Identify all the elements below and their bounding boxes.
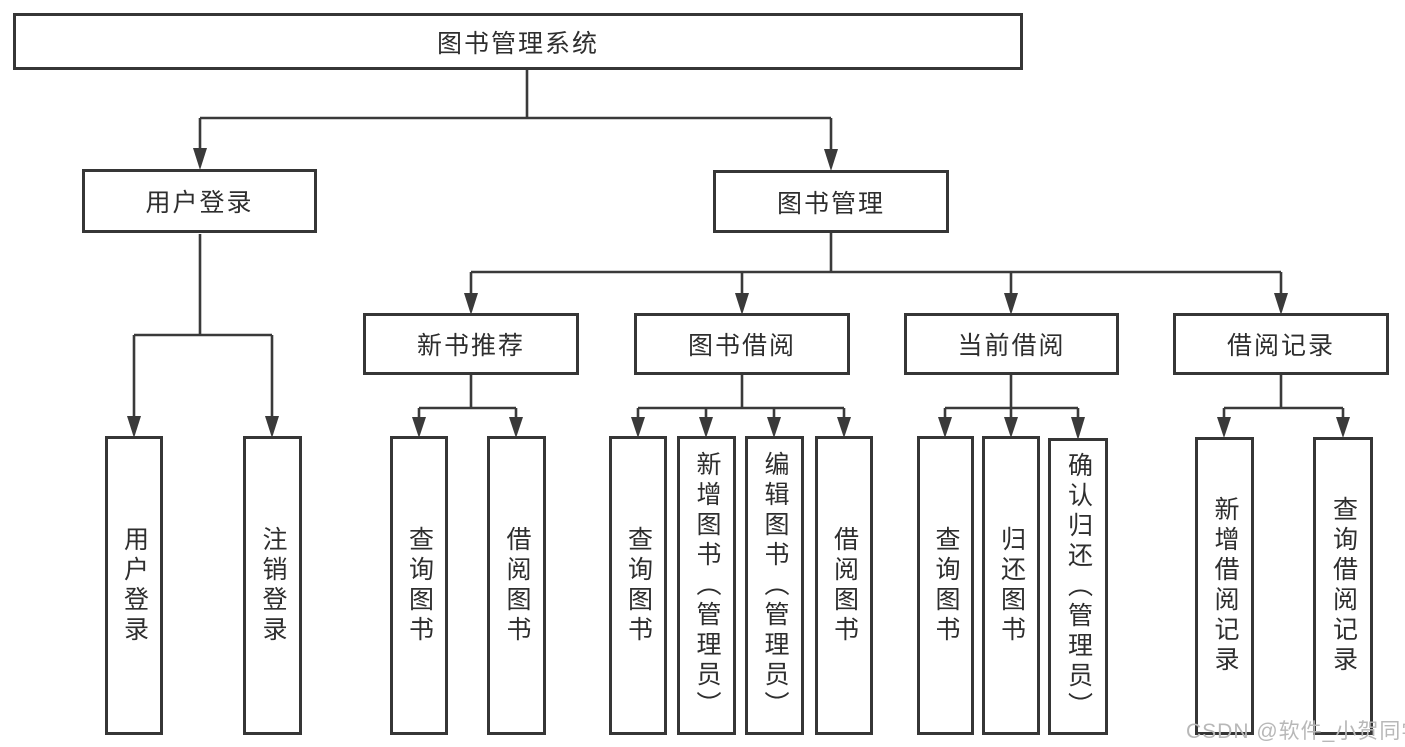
leaf-label: 编辑图书（管理员） [761,450,789,721]
leaf-return-books: 归还图书 [982,436,1040,735]
leaf-user-login: 用户登录 [105,436,163,735]
csdn-watermark: CSDN @软件_小贺同学 [1186,720,1405,743]
node-library-management-system: 图书管理系统 [13,13,1023,70]
leaf-borrow-books-recommend: 借阅图书 [487,436,546,735]
node-borrow-records: 借阅记录 [1173,313,1389,375]
node-book-borrow: 图书借阅 [634,313,850,375]
connector-login-to-leaves [127,234,279,438]
connector-management-to-level3 [464,233,1288,315]
node-book-management: 图书管理 [713,170,949,233]
connector-records-to-leaves [1217,375,1350,438]
node-current-borrow: 当前借阅 [904,313,1119,375]
leaf-label: 借阅图书 [830,525,859,646]
leaf-label: 查询借阅记录 [1329,496,1358,676]
leaf-confirm-return-admin: 确认归还（管理员） [1048,438,1108,735]
node-user-login: 用户登录 [82,169,317,233]
leaf-label: 新增图书（管理员） [693,450,721,721]
leaf-label: 查询图书 [932,525,960,646]
connector-borrow-to-leaves [631,375,851,438]
leaf-query-books-current: 查询图书 [917,436,974,735]
leaf-add-borrow-record: 新增借阅记录 [1195,437,1254,735]
leaf-borrow-books: 借阅图书 [815,436,873,735]
leaf-query-books-recommend: 查询图书 [390,436,448,735]
leaf-edit-books-admin: 编辑图书（管理员） [745,436,804,735]
leaf-label: 注销登录 [259,525,287,646]
leaf-query-borrow-record: 查询借阅记录 [1313,437,1373,735]
leaf-label: 借阅图书 [503,525,531,646]
connector-root-to-level2 [193,70,838,171]
leaf-label: 查询图书 [624,525,653,646]
leaf-logout: 注销登录 [243,436,302,735]
leaf-label: 用户登录 [120,525,149,646]
leaf-add-books-admin: 新增图书（管理员） [677,436,736,735]
leaf-label: 查询图书 [405,525,434,646]
leaf-query-books-borrow: 查询图书 [609,436,667,735]
node-new-book-recommend: 新书推荐 [363,313,579,375]
connector-recommend-to-leaves [412,375,523,438]
leaf-label: 确认归还（管理员） [1064,451,1093,722]
connector-current-to-leaves [938,375,1085,440]
leaf-label: 新增借阅记录 [1211,496,1239,676]
leaf-label: 归还图书 [997,525,1026,646]
